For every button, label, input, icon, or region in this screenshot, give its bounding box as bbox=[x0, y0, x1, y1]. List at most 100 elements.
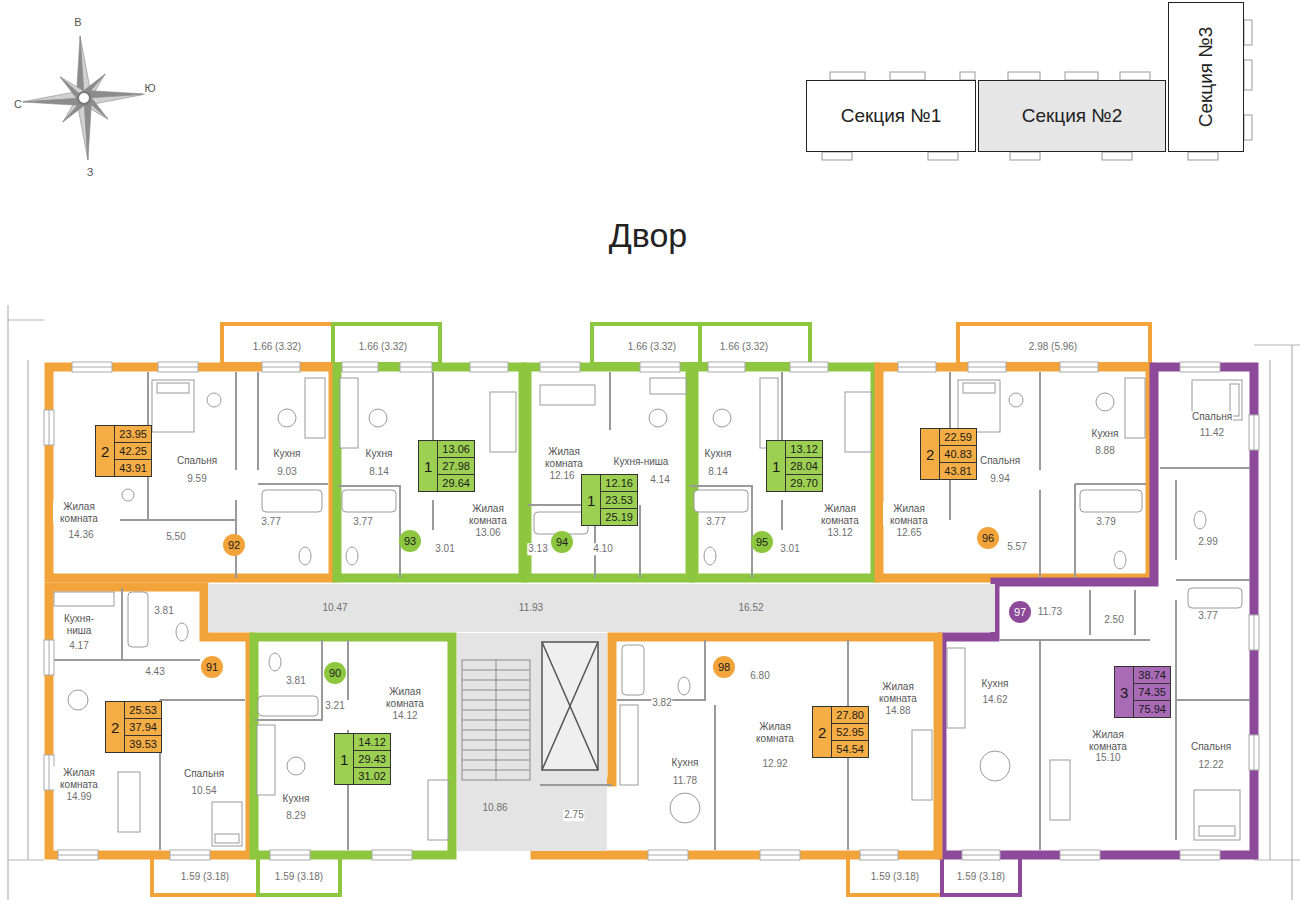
area-value: 23.95 bbox=[115, 426, 151, 442]
furniture bbox=[258, 696, 318, 716]
compass-letter: З bbox=[86, 166, 95, 179]
window bbox=[540, 362, 580, 372]
furniture bbox=[122, 489, 134, 501]
area-value: 38.74 bbox=[1134, 667, 1170, 683]
area-value: 25.19 bbox=[601, 508, 637, 525]
window bbox=[1060, 850, 1100, 860]
window bbox=[1060, 362, 1098, 372]
room-area: 10.54 bbox=[190, 785, 217, 797]
room-area: 3.81 bbox=[153, 605, 174, 617]
furniture bbox=[278, 409, 296, 427]
elevator bbox=[542, 642, 598, 770]
apartment-number: 90 bbox=[324, 662, 346, 684]
furniture bbox=[257, 725, 275, 795]
room-area: 3.82 bbox=[651, 697, 672, 709]
site-plan-window bbox=[928, 152, 958, 160]
window bbox=[270, 850, 310, 860]
room-name: Спальня bbox=[1191, 411, 1233, 423]
room-area: 12.16 bbox=[548, 470, 575, 482]
furniture bbox=[68, 690, 88, 710]
room-area: 12.92 bbox=[761, 758, 788, 770]
site-plan-window bbox=[1244, 115, 1252, 140]
room-count: 2 bbox=[813, 707, 832, 757]
compass-rose bbox=[84, 98, 91, 160]
furniture bbox=[369, 409, 387, 427]
apartment-info-box: 114.1229.4331.02 bbox=[334, 733, 391, 785]
area-value: 23.53 bbox=[601, 491, 637, 508]
apartment-info-box: 223.9542.2543.91 bbox=[95, 425, 152, 477]
window bbox=[342, 362, 378, 372]
compass-rose bbox=[84, 91, 146, 98]
area-value: 27.80 bbox=[832, 707, 868, 723]
furniture bbox=[176, 623, 188, 641]
area-value: 52.95 bbox=[832, 723, 868, 740]
furniture bbox=[157, 383, 189, 393]
apartment-info-box: 112.1623.5325.19 bbox=[581, 474, 638, 526]
balcony-area: 1.66 (3.32) bbox=[252, 341, 302, 353]
furniture bbox=[428, 780, 448, 840]
staircase bbox=[462, 760, 530, 761]
yard-label: Двор bbox=[608, 216, 689, 255]
room-count: 3 bbox=[1115, 667, 1134, 717]
apartment-number-text: 92 bbox=[228, 539, 240, 551]
section-name: Секция №2 bbox=[1022, 105, 1123, 127]
apartment-number: 93 bbox=[399, 530, 421, 552]
window bbox=[962, 855, 1000, 856]
apartment-info-box: 225.5337.9439.53 bbox=[105, 701, 162, 753]
corridor-area: 16.52 bbox=[737, 602, 764, 614]
window bbox=[1060, 367, 1098, 368]
compass-rose bbox=[22, 98, 84, 105]
room-name: Кухня-ниша bbox=[613, 456, 670, 468]
balcony bbox=[700, 324, 810, 364]
site-plan-window bbox=[1120, 72, 1150, 80]
room-area: 13.12 bbox=[826, 527, 853, 539]
furniture bbox=[1050, 760, 1070, 820]
apartment-number-text: 91 bbox=[206, 661, 218, 673]
partition-wall bbox=[528, 372, 640, 578]
area-value: 43.91 bbox=[115, 459, 151, 476]
room-area: 3.13 bbox=[527, 543, 548, 555]
window bbox=[49, 410, 50, 445]
furniture bbox=[694, 490, 748, 512]
furniture bbox=[760, 378, 778, 448]
balcony bbox=[222, 324, 333, 364]
section-box: Секция №2 bbox=[978, 80, 1166, 152]
compass-rose bbox=[78, 92, 90, 104]
room-area: 3.77 bbox=[1197, 610, 1218, 622]
furniture bbox=[1188, 588, 1242, 608]
window bbox=[49, 640, 50, 675]
room-name: Кухня-ниша bbox=[56, 613, 103, 636]
area-value: 75.94 bbox=[1134, 700, 1170, 717]
window bbox=[760, 855, 800, 856]
room-area: 3.81 bbox=[285, 675, 306, 687]
room-area: 3.77 bbox=[352, 516, 373, 528]
staircase bbox=[462, 730, 530, 731]
furniture bbox=[1125, 378, 1145, 438]
apartment-outline bbox=[879, 367, 1150, 578]
section-name: Секция №3 bbox=[1195, 27, 1217, 128]
area-value: 39.53 bbox=[125, 735, 161, 752]
apartment-info-box: 113.0627.9829.64 bbox=[418, 440, 475, 492]
balcony-area: 1.66 (3.32) bbox=[719, 341, 769, 353]
window bbox=[158, 367, 198, 368]
window bbox=[44, 410, 54, 445]
room-count: 2 bbox=[921, 429, 940, 479]
window bbox=[470, 362, 508, 372]
area-value: 29.43 bbox=[354, 750, 390, 767]
window bbox=[860, 855, 898, 856]
room-name: Кухня bbox=[1091, 428, 1120, 440]
window bbox=[158, 362, 198, 372]
area-value: 22.59 bbox=[940, 429, 976, 445]
apartment-number: 91 bbox=[201, 656, 223, 678]
furniture bbox=[212, 802, 242, 846]
staircase bbox=[462, 660, 530, 780]
room-area: 3.77 bbox=[260, 516, 281, 528]
window bbox=[58, 850, 98, 860]
room-count: 1 bbox=[335, 734, 354, 784]
balcony bbox=[333, 324, 440, 364]
room-area: 4.10 bbox=[592, 543, 613, 555]
room-area: 12.22 bbox=[1197, 759, 1224, 771]
furniture bbox=[305, 378, 325, 438]
room-name: Жилая комната bbox=[53, 501, 105, 524]
neighbour-walls bbox=[8, 305, 1300, 900]
